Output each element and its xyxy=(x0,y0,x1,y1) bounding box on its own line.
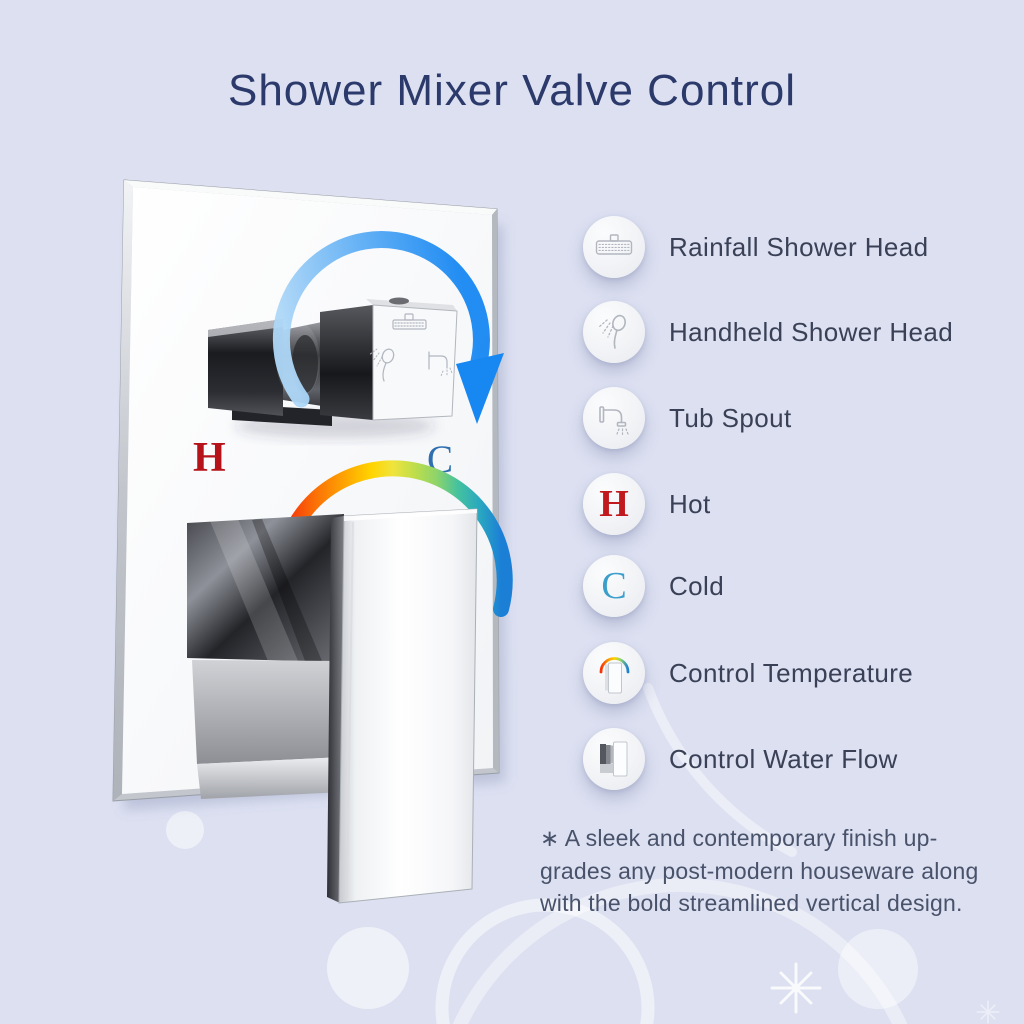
knob-handheld-icon xyxy=(368,348,395,382)
footnote-line: with the bold streamlined vertical desig… xyxy=(540,890,963,917)
handle-base xyxy=(187,514,344,799)
sparkle-small-icon xyxy=(976,1000,1000,1024)
diverter-knob xyxy=(208,297,458,426)
knob-face-icons xyxy=(368,313,453,382)
knob-spout-icon xyxy=(428,351,453,377)
decor-bubbles xyxy=(166,683,918,1024)
rotation-arrow xyxy=(272,231,504,424)
footnote: ∗ A sleek and contemporary finish up- gr… xyxy=(540,822,1018,920)
sparkle-icon xyxy=(770,962,822,1014)
footnote-line: grades any post-modern houseware along xyxy=(540,857,979,884)
hot-label: H xyxy=(193,435,226,481)
rotation-arrow-head xyxy=(456,353,504,424)
page-title: Shower Mixer Valve Control xyxy=(227,66,797,115)
footnote-line: ∗ A sleek and contemporary finish up- xyxy=(540,825,938,851)
handle-lever xyxy=(327,508,478,904)
knob-rainfall-icon xyxy=(392,313,427,330)
